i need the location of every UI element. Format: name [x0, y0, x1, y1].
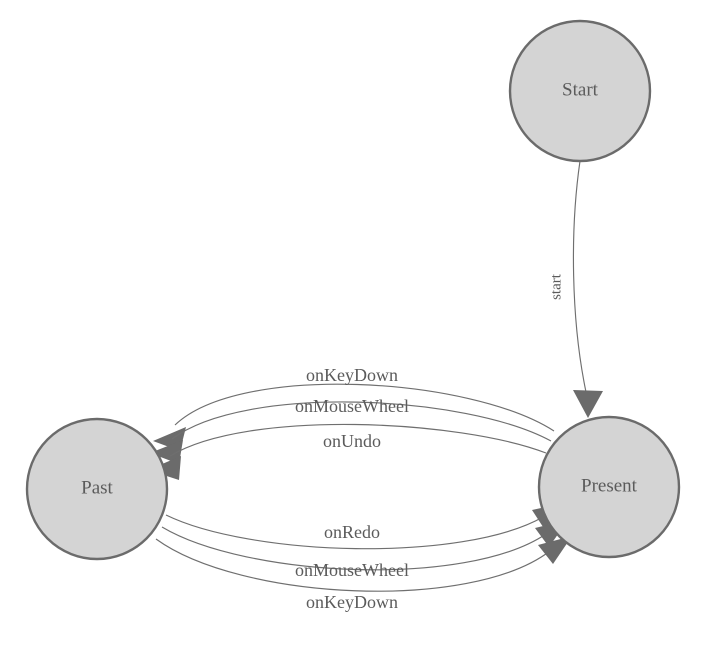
edge-onundo-to-past-path	[169, 423, 547, 457]
node-start[interactable]: Start	[508, 19, 652, 163]
edge-onkeydown-to-past-label: onKeyDown	[306, 365, 398, 385]
edge-start-path	[572, 160, 587, 393]
edge-onmousewheel-to-past-path	[171, 401, 552, 442]
edge-onredo-to-present[interactable]: onRedo	[165, 503, 564, 550]
edge-onundo-to-past-label: onUndo	[323, 431, 381, 451]
node-present-label: Present	[581, 475, 638, 496]
node-start-circle	[508, 19, 652, 163]
node-start-label: Start	[562, 79, 599, 100]
edge-start-arrowhead	[573, 390, 603, 418]
edge-onredo-to-present-path	[165, 514, 544, 550]
node-past[interactable]: Past	[25, 417, 169, 561]
node-present-circle	[537, 415, 681, 559]
edge-onmousewheel-to-past-arrowhead	[150, 440, 183, 464]
edge-onkeydown-to-present-path	[155, 538, 551, 592]
edge-onmousewheel-to-past-label: onMouseWheel	[295, 396, 409, 416]
edge-onkeydown-to-present[interactable]: onKeyDown	[155, 536, 572, 612]
node-past-label: Past	[81, 477, 113, 498]
edge-onkeydown-to-past-path	[174, 383, 555, 432]
node-present[interactable]: Present	[537, 415, 681, 559]
edge-onkeydown-to-present-arrowhead	[538, 536, 572, 564]
edge-onredo-to-present-label: onRedo	[324, 522, 380, 542]
edge-onmousewheel-to-past[interactable]: onMouseWheel	[150, 396, 552, 464]
edge-onundo-to-past[interactable]: onUndo	[148, 423, 547, 480]
edge-start-label: start	[548, 273, 564, 300]
edge-start[interactable]: start	[548, 160, 603, 418]
edge-onkeydown-to-present-label: onKeyDown	[306, 592, 398, 612]
edge-onmousewheel-to-present-path	[161, 526, 547, 571]
edge-onmousewheel-to-present-label: onMouseWheel	[295, 560, 409, 580]
node-past-circle	[25, 417, 169, 561]
